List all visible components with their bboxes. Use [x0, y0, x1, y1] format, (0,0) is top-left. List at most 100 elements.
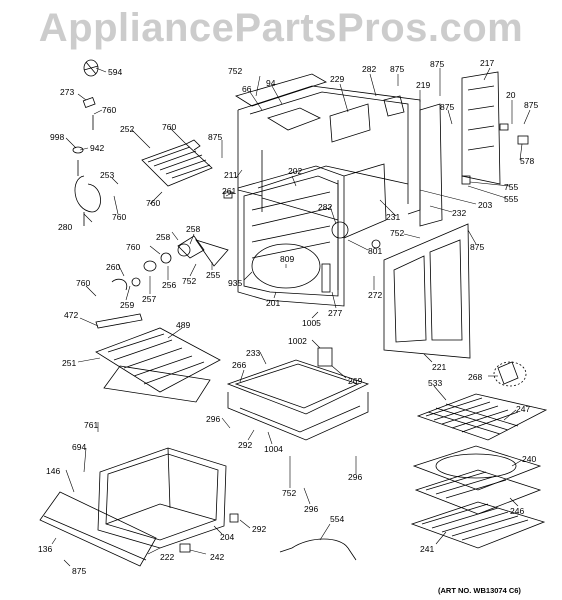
- part-label: 292: [238, 440, 252, 450]
- part-label: 211: [224, 170, 238, 180]
- part-label: 247: [516, 404, 530, 414]
- part-label: 1005: [302, 318, 321, 328]
- part-label: 801: [368, 246, 382, 256]
- part-label: 229: [330, 74, 344, 84]
- part-label: 136: [38, 544, 52, 554]
- part-label: 241: [420, 544, 434, 554]
- small-parts: [111, 123, 529, 561]
- part-label: 760: [162, 122, 176, 132]
- part-label: 875: [524, 100, 538, 110]
- part-label: 760: [102, 105, 116, 115]
- art-number: (ART NO. WB13074 C6): [438, 586, 521, 595]
- bake-element-489: [95, 313, 221, 403]
- part-label: 755: [504, 182, 518, 192]
- part-label: 222: [160, 552, 174, 562]
- part-label: 257: [142, 294, 156, 304]
- bottom-panel-233: [226, 359, 370, 441]
- part-label: 760: [76, 278, 90, 288]
- part-label: 875: [72, 566, 86, 576]
- part-label: 203: [478, 200, 492, 210]
- part-label: 253: [100, 170, 114, 180]
- storage-drawer: [97, 447, 227, 549]
- right-panel-217: [461, 71, 501, 185]
- part-label: 233: [246, 348, 260, 358]
- cabinet-body: [235, 73, 421, 290]
- part-label: 231: [386, 212, 400, 222]
- top-left-cluster: [72, 59, 101, 226]
- oven-rack-241: [410, 501, 546, 549]
- part-label: 760: [126, 242, 140, 252]
- part-label: 594: [108, 67, 122, 77]
- part-label: 255: [206, 270, 220, 280]
- element-252: [141, 139, 213, 187]
- part-label: 555: [504, 194, 518, 204]
- part-label: 296: [206, 414, 220, 424]
- part-label: 875: [430, 59, 444, 69]
- oven-rack-247: [416, 393, 548, 441]
- part-label: 760: [112, 212, 126, 222]
- part-label: 752: [390, 228, 404, 238]
- part-label: 942: [90, 143, 104, 153]
- part-label: 296: [304, 504, 318, 514]
- part-label: 221: [432, 362, 446, 372]
- part-label: 272: [368, 290, 382, 300]
- part-label: 875: [390, 64, 404, 74]
- part-label: 20: [506, 90, 516, 100]
- oven-cavity: [237, 163, 387, 307]
- part-label: 266: [232, 360, 246, 370]
- oven-door-221: [383, 223, 471, 359]
- part-label: 935: [228, 278, 242, 288]
- part-label: 875: [208, 132, 222, 142]
- part-label: 269: [348, 376, 362, 386]
- part-label: 694: [72, 442, 86, 452]
- part-label: 998: [50, 132, 64, 142]
- part-label: 256: [162, 280, 176, 290]
- part-label: 489: [176, 320, 190, 330]
- part-label: 1002: [288, 336, 307, 346]
- part-label: 240: [522, 454, 536, 464]
- part-label: 472: [64, 310, 78, 320]
- part-label: 760: [146, 198, 160, 208]
- part-label: 292: [252, 524, 266, 534]
- broil-pan-240: [412, 445, 542, 491]
- part-label: 201: [266, 298, 280, 308]
- part-label: 202: [288, 166, 302, 176]
- leader-lines: [51, 67, 531, 567]
- part-label: 1004: [264, 444, 283, 454]
- part-label: 282: [362, 64, 376, 74]
- part-label: 752: [182, 276, 196, 286]
- part-label: 268: [468, 372, 482, 382]
- part-label: 252: [120, 124, 134, 134]
- part-label: 261: [222, 186, 236, 196]
- part-label: 533: [428, 378, 442, 388]
- part-label: 204: [220, 532, 234, 542]
- part-labels: 594 273 760 998 942 252 760 875 253 760 …: [38, 58, 538, 576]
- part-label: 260: [106, 262, 120, 272]
- oven-rack-246: [414, 469, 542, 515]
- part-label: 296: [348, 472, 362, 482]
- part-label: 217: [480, 58, 494, 68]
- part-label: 282: [318, 202, 332, 212]
- part-label: 752: [282, 488, 296, 498]
- part-label: 809: [280, 254, 294, 264]
- part-label: 146: [46, 466, 60, 476]
- part-label: 251: [62, 358, 76, 368]
- part-label: 277: [328, 308, 342, 318]
- part-label: 752: [228, 66, 242, 76]
- part-label: 242: [210, 552, 224, 562]
- part-label: 258: [156, 232, 170, 242]
- part-label: 232: [452, 208, 466, 218]
- part-label: 273: [60, 87, 74, 97]
- part-label: 280: [58, 222, 72, 232]
- part-label: 578: [520, 156, 534, 166]
- part-label: 259: [120, 300, 134, 310]
- part-label: 258: [186, 224, 200, 234]
- part-label: 246: [510, 506, 524, 516]
- part-label: 875: [470, 242, 484, 252]
- part-label: 219: [416, 80, 430, 90]
- part-label: 554: [330, 514, 344, 524]
- side-channel: [419, 103, 443, 227]
- drawer-front-136: [39, 491, 157, 567]
- part-label: 66: [242, 84, 252, 94]
